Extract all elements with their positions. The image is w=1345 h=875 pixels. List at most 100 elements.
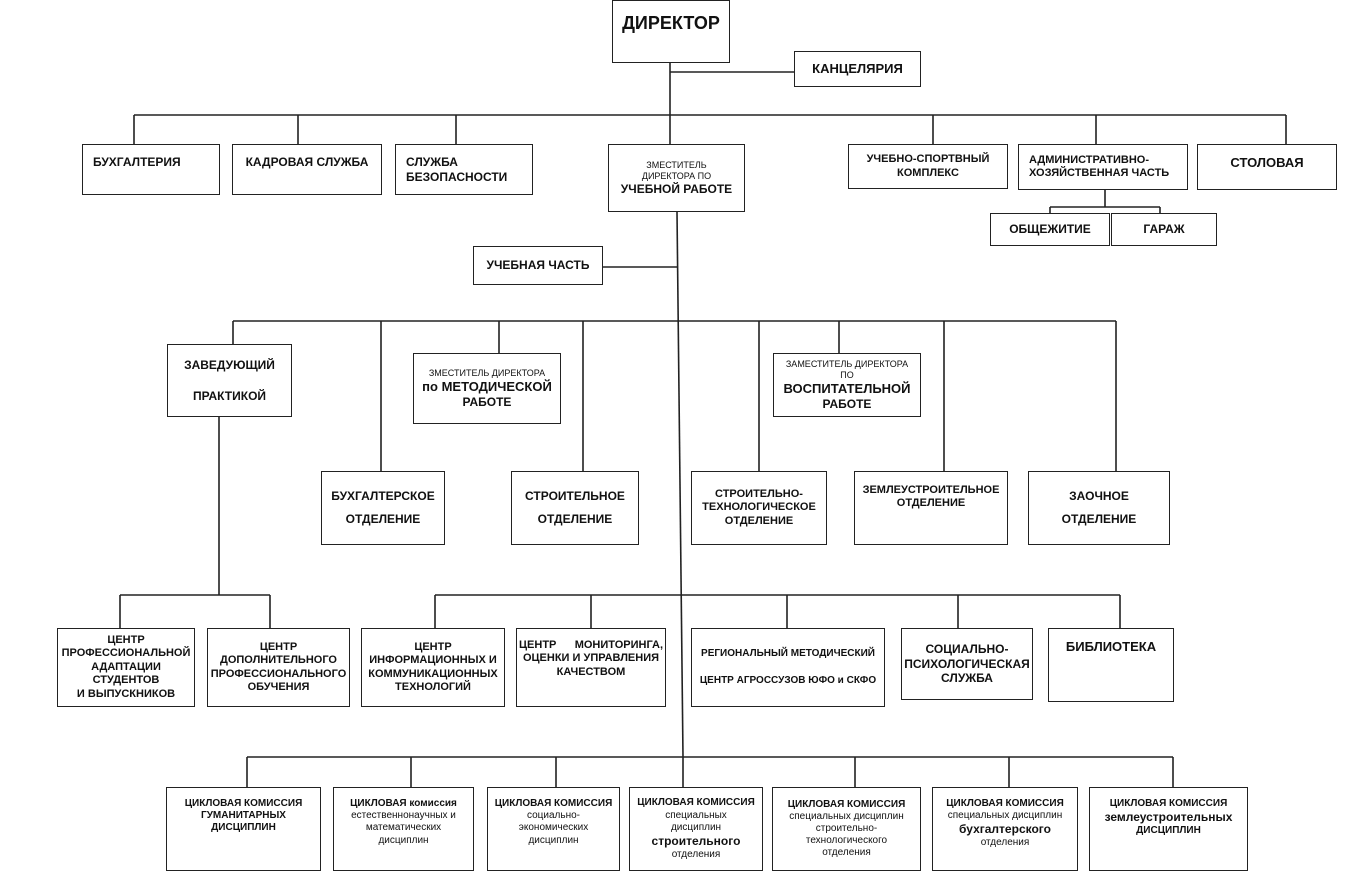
constr-tech-line-4: технологического [805,835,888,847]
deputy-academic-line-2: ДИРЕКТОРА ПО [641,170,712,181]
correspondence-dept-box[interactable]: ЗАОЧНОЕ ОТДЕЛЕНИЕ [1028,471,1170,545]
land-dept-line-1: ЗЕМЛЕУСТРОИТЕЛЬНОЕ [862,484,1000,496]
correspondence-dept-line-1: ЗАОЧНОЕ [1069,489,1129,504]
security-box[interactable]: СЛУЖБА БЕЗОПАСНОСТИ [395,144,533,195]
construction-line-5: отделения [671,848,721,860]
accounting-label: БУХГАЛТЕРИЯ [93,155,181,169]
social-service-box[interactable]: СОЦИАЛЬНО- ПСИХОЛОГИЧЕСКАЯ СЛУЖБА [901,628,1033,700]
director-box[interactable]: ДИРЕКТОР [612,0,730,63]
construction-dept-box[interactable]: СТРОИТЕЛЬНОЕ ОТДЕЛЕНИЕ [511,471,639,545]
deputy-academic-box[interactable]: ЗМЕСТИТЕЛЬ ДИРЕКТОРА ПО УЧЕБНОЙ РАБОТЕ [608,144,745,212]
canteen-box[interactable]: СТОЛОВАЯ [1197,144,1337,190]
accounting-dept-box[interactable]: БУХГАЛТЕРСКОЕ ОТДЕЛЕНИЕ [321,471,445,545]
commission-socioeconomic-box[interactable]: ЦИКЛОВАЯ КОМИССИЯ социально- экономическ… [487,787,620,871]
constr-tech-line-1: ЦИКЛОВАЯ КОМИССИЯ [787,798,906,810]
humanities-line-3: ДИСЦИПЛИН [211,822,276,834]
additional-center-box[interactable]: ЦЕНТР ДОПОЛНИТЕЛЬНОГО ПРОФЕССИОНАЛЬНОГО … [207,628,350,707]
constr-tech-line-2: специальных дисциплин [789,810,904,822]
adaptation-line-2: ПРОФЕССИОНАЛЬНОЙ [61,647,191,660]
adaptation-line-4: И ВЫПУСКНИКОВ [76,687,176,700]
deputy-educational-line-1: ЗАМЕСТИТЕЛЬ ДИРЕКТОРА ПО [785,358,909,380]
social-line-3: СЛУЖБА [941,671,993,686]
social-line-2: ПСИХОЛОГИЧЕСКАЯ [904,656,1030,671]
commission-science-box[interactable]: ЦИКЛОВАЯ комиссия естественнонаучных и м… [333,787,474,871]
admin-box[interactable]: АДМИНИСТРАТИВНО- ХОЗЯЙСТВЕННАЯ ЧАСТЬ [1018,144,1188,190]
additional-line-2: ДОПОЛНИТЕЛЬНОГО [220,654,337,667]
construction-line-4: строительного [651,833,741,848]
additional-line-3: ПРОФЕССИОНАЛЬНОГО [210,667,347,680]
construction-dept-line-2: ОТДЕЛЕНИЕ [537,512,613,526]
construction-line-3: дисциплин [670,821,722,833]
deputy-methodical-box[interactable]: ЗМЕСТИТЕЛЬ ДИРЕКТОРА по МЕТОДИЧЕСКОЙ РАБ… [413,353,561,424]
ict-line-2: ИНФОРМАЦИОННЫХ И [369,654,497,667]
hr-label: КАДРОВАЯ СЛУЖБА [245,155,369,169]
accounting-box[interactable]: БУХГАЛТЕРИЯ [82,144,220,195]
office-box[interactable]: КАНЦЕЛЯРИЯ [794,51,921,87]
commission-constr-tech-box[interactable]: ЦИКЛОВАЯ КОМИССИЯ специальных дисциплин … [772,787,921,871]
deputy-educational-box[interactable]: ЗАМЕСТИТЕЛЬ ДИРЕКТОРА ПО ВОСПИТАТЕЛЬНОЙ … [773,353,921,417]
office-label: КАНЦЕЛЯРИЯ [812,61,903,77]
commission-accounting-box[interactable]: ЦИКЛОВАЯ КОМИССИЯ специальных дисциплин … [932,787,1078,871]
accounting-comm-line-1: ЦИКЛОВАЯ КОМИССИЯ [946,798,1064,809]
practice-head-line-1: ЗАВЕДУЮЩИЙ [184,357,275,372]
library-box[interactable]: БИБЛИОТЕКА [1048,628,1174,702]
deputy-methodical-line-2: по МЕТОДИЧЕСКОЙ [422,378,552,394]
garage-box[interactable]: ГАРАЖ [1111,213,1217,246]
deputy-educational-line-3: РАБОТЕ [822,396,872,411]
socioeconomic-line-4: дисциплин [528,834,579,846]
science-line-2: естественнонаучных и [351,810,456,822]
accounting-comm-line-2: специальных дисциплин [947,810,1063,822]
constr-tech-dept-box[interactable]: СТРОИТЕЛЬНО- ТЕХНОЛОГИЧЕСКОЕ ОТДЕЛЕНИЕ [691,471,827,545]
socioeconomic-line-1: ЦИКЛОВАЯ КОМИССИЯ [494,798,613,809]
socioeconomic-line-3: экономических [518,822,589,834]
social-line-1: СОЦИАЛЬНО- [925,642,1009,657]
regional-line-2: ЦЕНТР АГРОССУЗОВ ЮФО и СКФО [699,674,877,686]
land-line-3: ДИСЦИПЛИН [1136,824,1201,836]
canteen-label: СТОЛОВАЯ [1230,155,1304,170]
library-label: БИБЛИОТЕКА [1065,639,1157,654]
adaptation-line-1: ЦЕНТР [107,633,145,646]
land-dept-line-2: ОТДЕЛЕНИЕ [896,497,966,510]
humanities-line-1: ЦИКЛОВАЯ КОМИССИЯ [184,798,303,809]
dormitory-box[interactable]: ОБЩЕЖИТИЕ [990,213,1110,246]
admin-line-2: ХОЗЯЙСТВЕННАЯ ЧАСТЬ [1029,167,1170,179]
accounting-dept-line-1: БУХГАЛТЕРСКОЕ [331,489,435,504]
academic-office-label: УЧЕБНАЯ ЧАСТЬ [486,258,590,273]
deputy-academic-line-1: ЗМЕСТИТЕЛЬ [646,159,707,170]
socioeconomic-line-2: социально- [526,810,580,822]
constr-tech-dept-line-1: СТРОИТЕЛЬНО- [715,487,803,500]
constr-tech-dept-line-3: ОТДЕЛЕНИЕ [724,514,794,527]
sports-line-1: УЧЕБНО-СПОРТВНЫЙ [866,153,990,166]
constr-tech-dept-line-2: ТЕХНОЛОГИЧЕСКОЕ [702,501,816,514]
adaptation-center-box[interactable]: ЦЕНТР ПРОФЕССИОНАЛЬНОЙ АДАПТАЦИИ СТУДЕНТ… [57,628,195,707]
accounting-comm-line-3: бухгалтерского [959,822,1051,837]
ict-center-box[interactable]: ЦЕНТР ИНФОРМАЦИОННЫХ И КОММУНИКАЦИОННЫХ … [361,628,505,707]
construction-line-2: специальных [665,809,727,821]
academic-office-box[interactable]: УЧЕБНАЯ ЧАСТЬ [473,246,603,285]
monitoring-line-2: ОЦЕНКИ И УПРАВЛЕНИЯ [522,652,660,665]
dormitory-label: ОБЩЕЖИТИЕ [1009,222,1091,237]
practice-head-box[interactable]: ЗАВЕДУЮЩИЙ ПРАКТИКОЙ [167,344,292,417]
additional-line-4: ОБУЧЕНИЯ [247,680,310,693]
commission-construction-box[interactable]: ЦИКЛОВАЯ КОМИССИЯ специальных дисциплин … [629,787,763,871]
regional-line-1: РЕГИОНАЛЬНЫЙ МЕТОДИЧЕСКИЙ [701,648,875,660]
sports-line-2: КОМПЛЕКС [897,166,959,179]
garage-label: ГАРАЖ [1143,222,1185,237]
science-line-3: математических [365,822,442,834]
director-label: ДИРЕКТОР [622,13,720,33]
monitoring-line-3: КАЧЕСТВОМ [556,665,626,678]
accounting-comm-line-4: отделения [980,837,1030,848]
sports-box[interactable]: УЧЕБНО-СПОРТВНЫЙ КОМПЛЕКС [848,144,1008,189]
security-line-1: СЛУЖБА [406,154,458,169]
monitoring-center-box[interactable]: ЦЕНТР МОНИТОРИНГА, ОЦЕНКИ И УПРАВЛЕНИЯ К… [516,628,666,707]
land-dept-box[interactable]: ЗЕМЛЕУСТРОИТЕЛЬНОЕ ОТДЕЛЕНИЕ [854,471,1008,545]
practice-head-line-2: ПРАКТИКОЙ [192,388,267,403]
hr-box[interactable]: КАДРОВАЯ СЛУЖБА [232,144,382,195]
land-line-1: ЦИКЛОВАЯ КОМИССИЯ [1109,798,1228,809]
ict-line-4: ТЕХНОЛОГИЙ [395,680,471,693]
commission-land-box[interactable]: ЦИКЛОВАЯ КОМИССИЯ землеустроительных ДИС… [1089,787,1248,871]
accounting-dept-line-2: ОТДЕЛЕНИЕ [345,512,421,526]
commission-humanities-box[interactable]: ЦИКЛОВАЯ КОМИССИЯ ГУМАНИТАРНЫХ ДИСЦИПЛИН [166,787,321,871]
regional-center-box[interactable]: РЕГИОНАЛЬНЫЙ МЕТОДИЧЕСКИЙ ЦЕНТР АГРОССУЗ… [691,628,885,707]
